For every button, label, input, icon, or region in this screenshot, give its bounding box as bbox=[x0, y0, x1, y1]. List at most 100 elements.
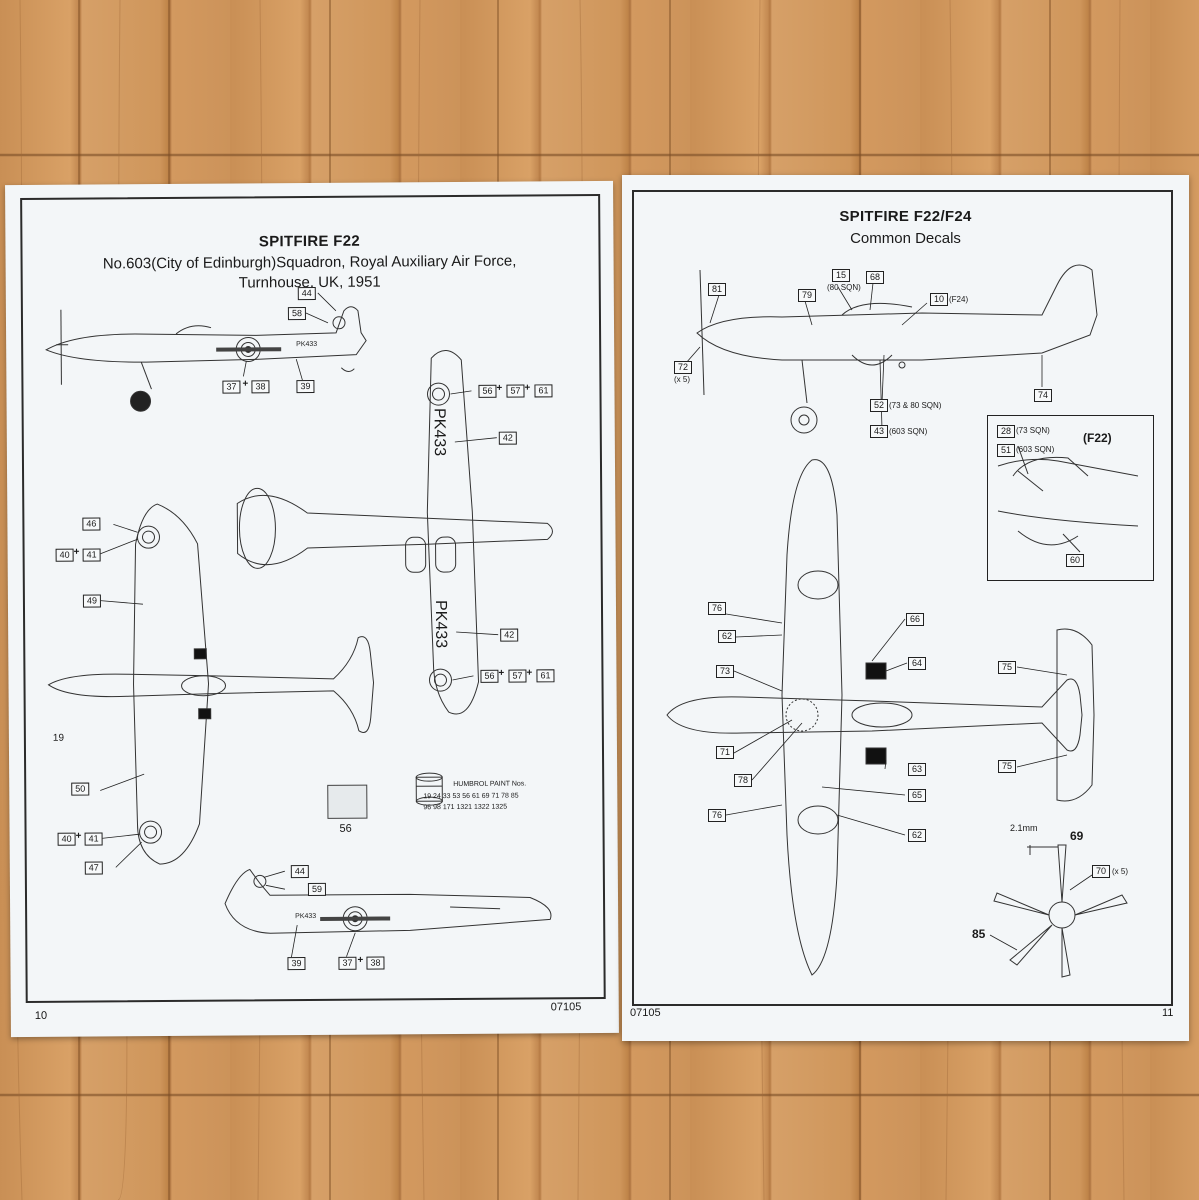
decal-callout-44: 44 bbox=[297, 286, 316, 301]
note-603-sqn: (603 SQN) bbox=[889, 427, 928, 436]
decal-callout-75: 75 bbox=[998, 661, 1016, 674]
decal-callout-15: 15 bbox=[832, 269, 850, 282]
paint-numbers-line1: 19 24 33 53 56 61 69 71 78 85 bbox=[423, 792, 519, 801]
decal-callout-42b: 42 bbox=[500, 628, 519, 642]
decal-callout-76b: 76 bbox=[708, 809, 726, 822]
page-number: 11 bbox=[1162, 1007, 1174, 1019]
decal-callout-71: 71 bbox=[716, 746, 734, 759]
planform-aircraft bbox=[666, 459, 1095, 976]
decal-callout-61: 61 bbox=[534, 384, 553, 398]
decal-callout-75b: 75 bbox=[998, 760, 1016, 773]
left-instruction-page: SPITFIRE F22 No.603(City of Edinburgh)Sq… bbox=[5, 180, 619, 1038]
note-f24: (F24) bbox=[949, 295, 969, 304]
page-title: SPITFIRE F22/F24 bbox=[839, 208, 972, 225]
catalog-number: 07105 bbox=[550, 1001, 582, 1014]
decal-callout-49: 49 bbox=[82, 594, 101, 608]
decal-callout-59: 59 bbox=[307, 882, 327, 897]
plus-sign: + bbox=[357, 954, 364, 966]
catalog-number: 07105 bbox=[630, 1007, 661, 1019]
decal-callout-56: 56 bbox=[478, 384, 497, 398]
decal-callout-41: 41 bbox=[82, 548, 101, 562]
decal-callout-81: 81 bbox=[708, 283, 726, 296]
decal-callout-41b: 41 bbox=[84, 832, 103, 846]
decal-callout-28: 28 bbox=[997, 425, 1015, 438]
decal-callout-47: 47 bbox=[84, 861, 103, 875]
propeller-diagram bbox=[993, 844, 1128, 978]
decal-label-69: 69 bbox=[1070, 829, 1084, 843]
plus-sign: + bbox=[524, 382, 531, 394]
decal-callout-58: 58 bbox=[287, 307, 306, 321]
note-603-sqn: (603 SQN) bbox=[1016, 445, 1055, 454]
decal-callout-42: 42 bbox=[498, 431, 517, 445]
decal-callout-40: 40 bbox=[55, 548, 74, 562]
decal-callout-46: 46 bbox=[82, 517, 101, 531]
decal-callout-39: 39 bbox=[296, 379, 315, 394]
side-profile-aircraft bbox=[45, 306, 367, 412]
plus-sign: + bbox=[498, 667, 505, 679]
decal-callout-66: 66 bbox=[906, 613, 924, 626]
plus-sign: + bbox=[242, 378, 249, 390]
decal-callout-39b: 39 bbox=[287, 957, 306, 971]
decal-callout-10: 10 bbox=[930, 293, 948, 306]
aircraft-drawings bbox=[666, 264, 1128, 978]
swatch-label: 56 bbox=[339, 822, 352, 835]
canopy-detail-drawing bbox=[997, 445, 1139, 553]
note-x5: (x 5) bbox=[1112, 867, 1128, 876]
inset-title: (F22) bbox=[1083, 431, 1112, 445]
decal-callout-78: 78 bbox=[734, 774, 752, 787]
plus-sign: + bbox=[73, 546, 80, 558]
decal-callout-74: 74 bbox=[1034, 389, 1052, 402]
note-x5: (x 5) bbox=[674, 375, 690, 384]
decal-callout-38b: 38 bbox=[366, 956, 385, 970]
paint-heading: HUMBROL PAINT Nos. bbox=[453, 780, 527, 789]
decal-callout-43: 43 bbox=[870, 425, 888, 438]
decal-label-19: 19 bbox=[52, 732, 65, 744]
decal-callout-38: 38 bbox=[251, 380, 270, 394]
decal-callout-57: 57 bbox=[506, 384, 525, 398]
decal-callout-52: 52 bbox=[870, 399, 888, 412]
wing-serial-lower: PK433 bbox=[431, 600, 450, 649]
fuselage-serial-port: PK433 bbox=[295, 912, 317, 921]
decal-callout-70: 70 bbox=[1092, 865, 1110, 878]
color-swatch bbox=[327, 784, 368, 819]
decal-callout-79: 79 bbox=[798, 289, 816, 302]
page-subtitle: Common Decals bbox=[850, 230, 961, 247]
note-73-80-sqn: (73 & 80 SQN) bbox=[889, 401, 942, 410]
decal-callout-64: 64 bbox=[908, 657, 926, 670]
decal-callout-51: 51 bbox=[997, 444, 1015, 457]
page-border bbox=[632, 190, 1173, 1006]
right-instruction-page: SPITFIRE F22/F24 Common Decals bbox=[622, 175, 1189, 1041]
decal-callout-68: 68 bbox=[866, 271, 884, 284]
decal-callout-73: 73 bbox=[716, 665, 734, 678]
decal-callout-37: 37 bbox=[222, 380, 241, 394]
upper-view-aircraft-right bbox=[236, 350, 553, 715]
decal-label-85: 85 bbox=[972, 927, 986, 941]
inset-detail-box: (F22) 28 (73 SQN) 51 (603 SQN) 60 bbox=[987, 415, 1154, 581]
decal-callout-56b: 56 bbox=[480, 669, 499, 683]
decal-callout-62: 62 bbox=[718, 630, 736, 643]
lower-view-aircraft-left bbox=[47, 503, 375, 865]
dimension-label: 2.1mm bbox=[1010, 823, 1038, 833]
decal-callout-65: 65 bbox=[908, 789, 926, 802]
plus-sign: + bbox=[75, 830, 82, 842]
decal-callout-37b: 37 bbox=[338, 956, 357, 970]
note-73-sqn: (73 SQN) bbox=[1016, 426, 1050, 435]
decal-callout-63: 63 bbox=[908, 763, 926, 776]
wing-serial-upper: PK433 bbox=[430, 408, 448, 457]
decal-callout-50: 50 bbox=[71, 782, 90, 796]
decal-callout-62b: 62 bbox=[908, 829, 926, 842]
plus-sign: + bbox=[526, 667, 533, 679]
side-profile-aircraft-port bbox=[224, 868, 552, 934]
paint-tin-icon bbox=[415, 772, 443, 806]
decal-callout-76: 76 bbox=[708, 602, 726, 615]
decal-callout-57b: 57 bbox=[508, 669, 527, 683]
plus-sign: + bbox=[496, 382, 503, 394]
decal-callout-72: 72 bbox=[674, 361, 692, 374]
decal-callout-40b: 40 bbox=[57, 832, 76, 846]
fuselage-serial: PK433 bbox=[296, 340, 318, 349]
side-profile-aircraft bbox=[696, 264, 1098, 434]
decal-callout-61b: 61 bbox=[536, 669, 555, 683]
decal-callout-44b: 44 bbox=[290, 865, 309, 879]
page-number: 10 bbox=[34, 1009, 48, 1022]
paint-numbers-line2: 96 98 171 1321 1322 1325 bbox=[423, 803, 508, 812]
